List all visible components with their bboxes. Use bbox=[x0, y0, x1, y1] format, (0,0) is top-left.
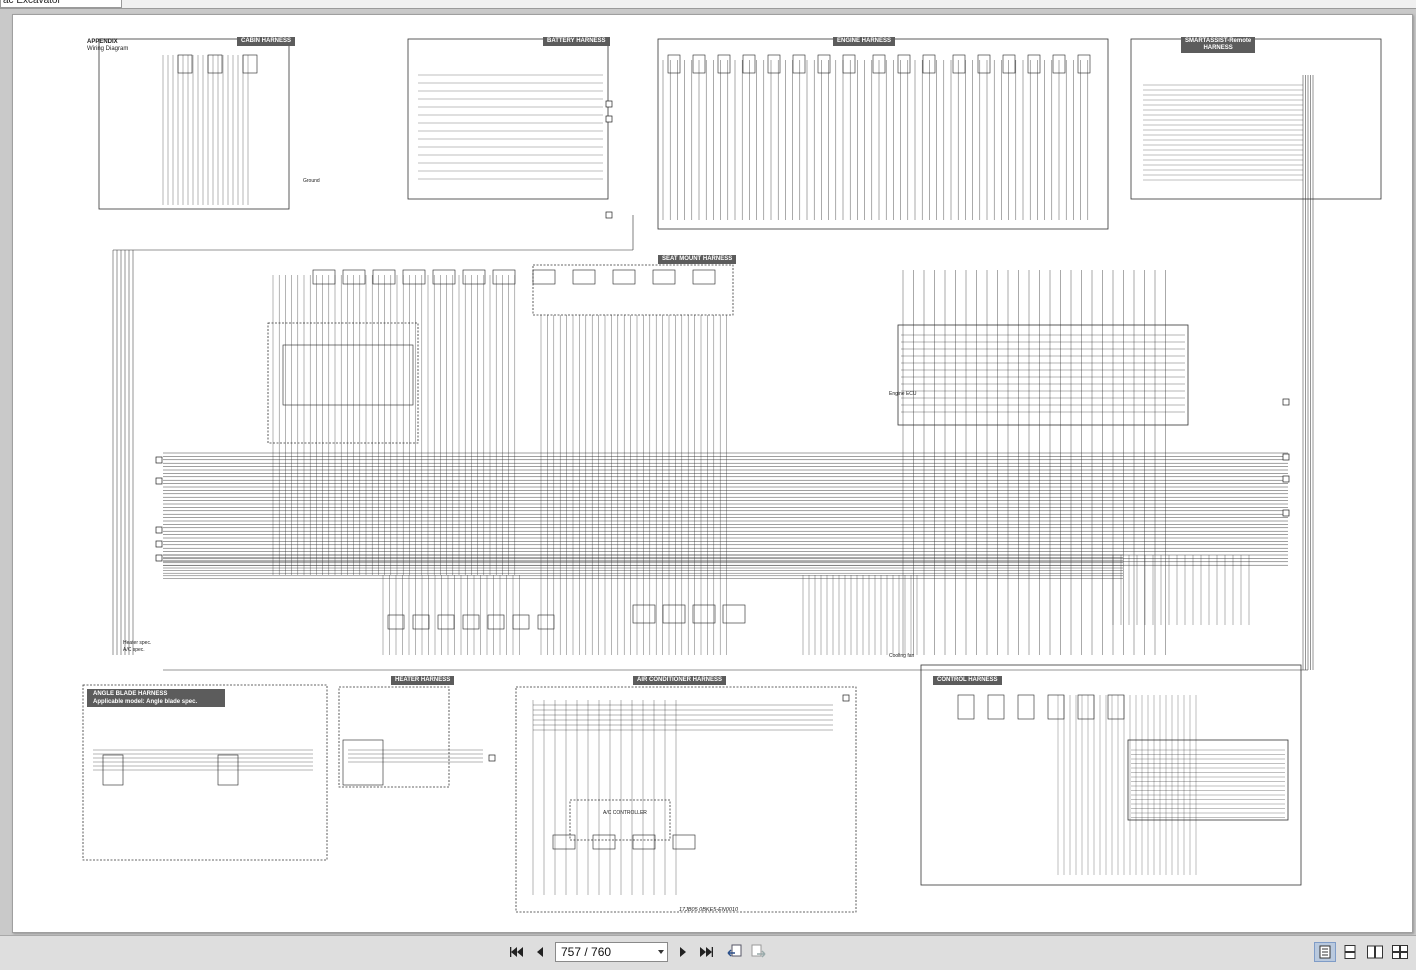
air-conditioner-harness-title: AIR CONDITIONER HARNESS bbox=[633, 676, 727, 685]
terminal-l bbox=[1282, 509, 1290, 517]
document-tab[interactable]: ac Excavator bbox=[0, 0, 122, 8]
diagram-title: Wiring Diagram bbox=[87, 46, 129, 52]
single-page-view-button[interactable] bbox=[1314, 942, 1336, 962]
page-select-dropdown-icon[interactable] bbox=[658, 950, 664, 954]
single-page-view-icon bbox=[1319, 945, 1331, 959]
appendix-title: APPENDIX bbox=[87, 39, 118, 45]
wire-bundle bbox=[93, 55, 1314, 895]
terminal-m bbox=[842, 694, 850, 702]
terminal-f bbox=[605, 100, 613, 108]
bottom-toolbar: 757 / 760 bbox=[0, 935, 1416, 970]
last-page-icon bbox=[700, 947, 713, 957]
smartassist-title-line1: SMARTASSIST-Remote bbox=[1185, 38, 1252, 44]
terminal-c bbox=[155, 526, 163, 534]
terminal-n bbox=[488, 754, 496, 762]
heater-harness-title: HEATER HARNESS bbox=[391, 676, 455, 685]
cooling-fan-label: Cooling fan bbox=[889, 653, 915, 659]
engine-ecu-box bbox=[897, 324, 1189, 426]
terminal-k bbox=[1282, 475, 1290, 483]
document-page: APPENDIX Wiring Diagram CABIN HARNESS BA… bbox=[12, 14, 1413, 933]
cabin-harness-box bbox=[98, 38, 290, 210]
terminal-b bbox=[155, 477, 163, 485]
last-page-button[interactable] bbox=[697, 943, 715, 961]
previous-page-button[interactable] bbox=[531, 943, 549, 961]
air-conditioner-harness-box bbox=[515, 686, 857, 913]
cabin-harness-title: CABIN HARNESS bbox=[237, 37, 296, 46]
go-forward-button[interactable] bbox=[750, 943, 768, 961]
terminal-h bbox=[605, 211, 613, 219]
ground-label: Ground bbox=[303, 178, 320, 184]
switch-panel-box bbox=[267, 322, 419, 444]
terminal-d bbox=[155, 540, 163, 548]
controller-box bbox=[1127, 739, 1289, 821]
control-harness-title: CONTROL HARNESS bbox=[933, 676, 1002, 685]
terminal-j bbox=[1282, 453, 1290, 461]
wiring-diagram bbox=[82, 38, 1382, 913]
ac-spec-label: A/C spec. bbox=[123, 647, 145, 653]
page-number-text: 757 / 760 bbox=[561, 945, 612, 959]
next-page-button[interactable] bbox=[674, 943, 692, 961]
smartassist-title-line2: HARNESS bbox=[1203, 45, 1233, 51]
heater-spec-label: Heater spec. bbox=[123, 640, 152, 646]
facing-view-icon bbox=[1367, 945, 1383, 959]
facing-view-button[interactable] bbox=[1364, 942, 1386, 962]
terminal-g bbox=[605, 115, 613, 123]
seat-mount-harness-title: SEAT MOUNT HARNESS bbox=[658, 255, 737, 264]
terminal-a bbox=[155, 456, 163, 464]
previous-page-icon bbox=[537, 947, 543, 957]
continuous-view-button[interactable] bbox=[1339, 942, 1361, 962]
go-back-icon bbox=[727, 944, 742, 957]
connector-group bbox=[102, 54, 1125, 850]
battery-harness-box bbox=[407, 38, 609, 200]
engine-harness-box bbox=[657, 38, 1109, 230]
page-number-field[interactable]: 757 / 760 bbox=[555, 942, 668, 962]
angle-blade-harness-title: ANGLE BLADE HARNESS Applicable model: An… bbox=[87, 689, 225, 707]
go-forward-icon bbox=[751, 944, 766, 958]
continuous-view-icon bbox=[1344, 945, 1356, 959]
first-page-icon bbox=[510, 947, 523, 957]
terminal-i bbox=[1282, 398, 1290, 406]
page-heading: APPENDIX Wiring Diagram bbox=[87, 39, 128, 53]
seat-mount-harness-box bbox=[532, 264, 734, 316]
ac-controller-label: A/C CONTROLLER bbox=[603, 810, 647, 816]
ac-controller-box bbox=[569, 799, 671, 841]
title-bar: ac Excavator bbox=[0, 0, 1416, 9]
continuous-facing-view-button[interactable] bbox=[1389, 942, 1411, 962]
smartassist-harness-box bbox=[1130, 38, 1382, 200]
engine-ecu-label: Engine ECU bbox=[889, 391, 917, 397]
angle-blade-harness-box bbox=[82, 684, 328, 861]
angle-blade-title: ANGLE BLADE HARNESS bbox=[93, 691, 168, 697]
first-page-button[interactable] bbox=[508, 943, 526, 961]
heater-harness-box bbox=[338, 686, 450, 788]
smartassist-harness-title: SMARTASSIST-Remote HARNESS bbox=[1181, 37, 1256, 53]
battery-harness-title: BATTERY HARNESS bbox=[543, 37, 610, 46]
continuous-facing-view-icon bbox=[1392, 945, 1408, 959]
angle-blade-note: Applicable model: Angle blade spec. bbox=[93, 699, 198, 705]
go-back-button[interactable] bbox=[725, 943, 743, 961]
document-code-reference: 17JB05 0BKE5-EN0010 bbox=[679, 907, 739, 913]
control-harness-box bbox=[920, 664, 1302, 886]
next-page-icon bbox=[680, 947, 686, 957]
terminal-e bbox=[155, 554, 163, 562]
engine-harness-title: ENGINE HARNESS bbox=[833, 37, 896, 46]
